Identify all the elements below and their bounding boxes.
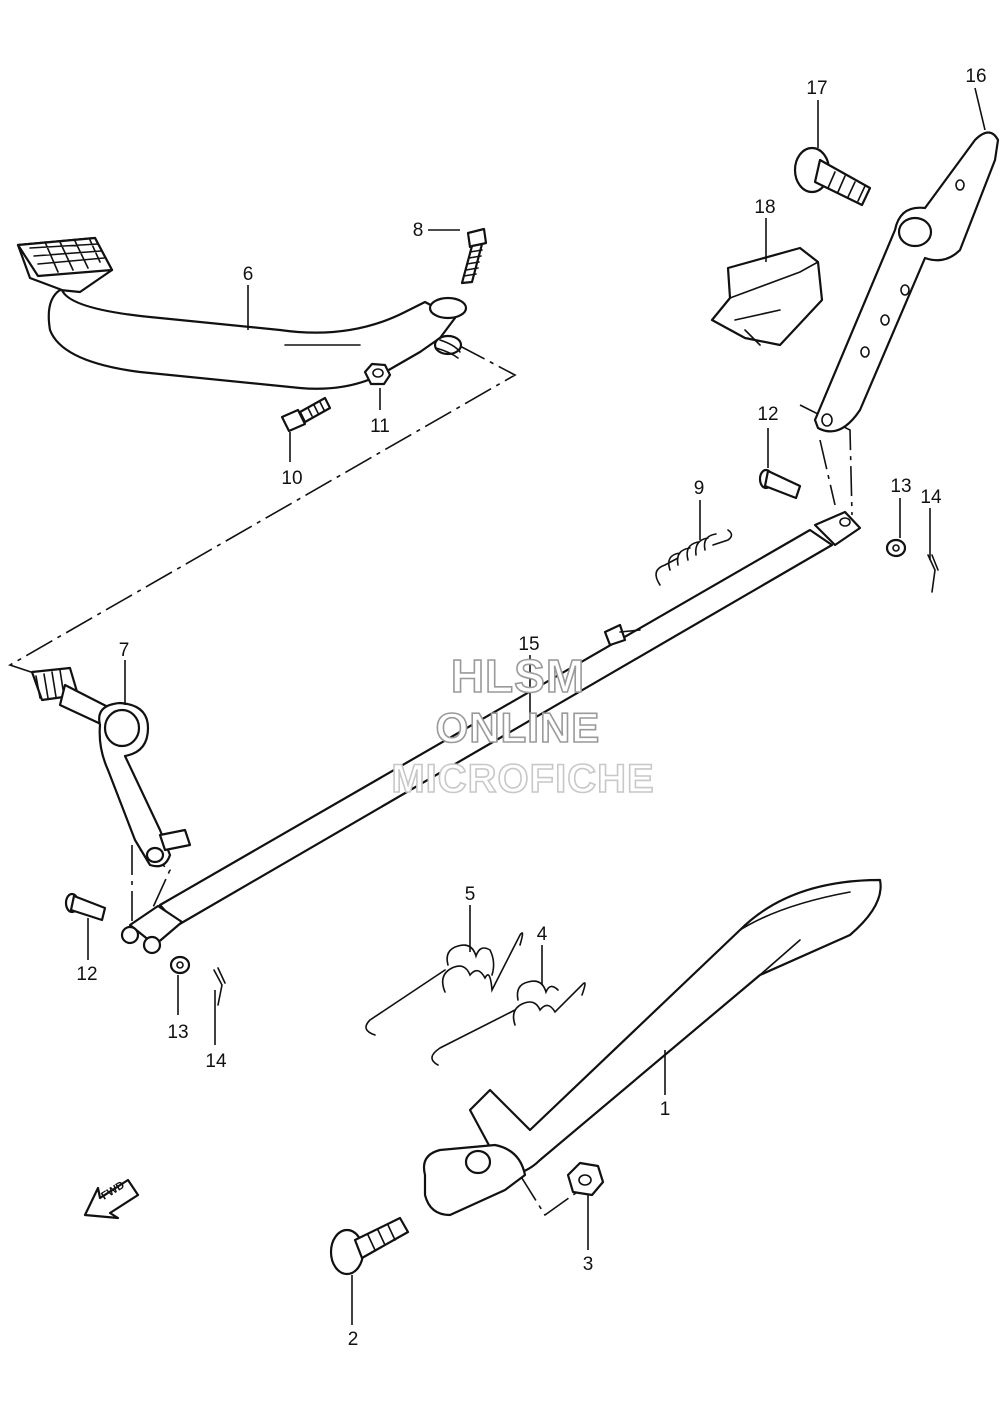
callout-12-lower: 12 [76, 964, 97, 985]
callout-12-upper: 12 [757, 404, 778, 425]
callout-5: 5 [465, 884, 476, 905]
clevis-pin-12-upper-part [758, 468, 802, 500]
callout-7: 7 [119, 640, 130, 661]
brake-rod-part [120, 510, 862, 955]
pivot-bolt-17-part [793, 146, 872, 207]
callout-2: 2 [348, 1329, 359, 1350]
callout-16: 16 [965, 66, 986, 87]
spring-4-part [431, 980, 586, 1066]
watermark-line1: HLSM [451, 650, 585, 702]
callout-labels: 6 8 11 10 12 9 13 14 7 15 17 16 18 12 13… [76, 66, 986, 1350]
callout-15: 15 [518, 634, 539, 655]
watermark-line2: ONLINE [436, 704, 601, 751]
cover-18-part [710, 246, 824, 347]
brake-arm-part [30, 666, 192, 868]
pivot-bolt-2-part [329, 1216, 410, 1276]
callout-14-upper: 14 [920, 487, 942, 508]
lever-arm-16-part [813, 131, 1000, 433]
callout-13-upper: 13 [890, 476, 911, 497]
nut-11-part [363, 362, 392, 386]
callout-9: 9 [694, 478, 705, 499]
callout-17: 17 [806, 78, 827, 99]
leader-lines [87, 87, 986, 1325]
side-stand-part [422, 878, 882, 1217]
bolt-8-part [460, 227, 488, 285]
clevis-pin-12-lower-part [64, 892, 107, 922]
nut-3-part [566, 1161, 605, 1197]
cotter-pin-14-lower-part [213, 967, 226, 1006]
cotter-pin-14-upper-part [927, 554, 939, 593]
callout-18: 18 [754, 197, 775, 218]
washer-13-lower-part [169, 955, 191, 975]
callout-6: 6 [243, 264, 254, 285]
callout-10: 10 [281, 468, 302, 489]
callout-11: 11 [370, 416, 390, 437]
callout-8: 8 [413, 220, 424, 241]
callout-3: 3 [583, 1254, 594, 1275]
watermark: HLSM ONLINE MICROFICHE [391, 649, 655, 802]
brake-pedal-part [16, 236, 468, 390]
spring-5-part [365, 932, 524, 1036]
callout-14-lower: 14 [205, 1051, 227, 1072]
bolt-10-part [280, 396, 332, 433]
forward-arrow-icon: FWD [83, 1178, 140, 1220]
callout-1: 1 [660, 1099, 671, 1120]
spring-9-part [655, 529, 733, 586]
washer-13-upper-part [885, 538, 907, 558]
callout-13-lower: 13 [167, 1022, 188, 1043]
callout-4: 4 [537, 924, 548, 945]
watermark-line3: MICROFICHE [391, 757, 654, 801]
